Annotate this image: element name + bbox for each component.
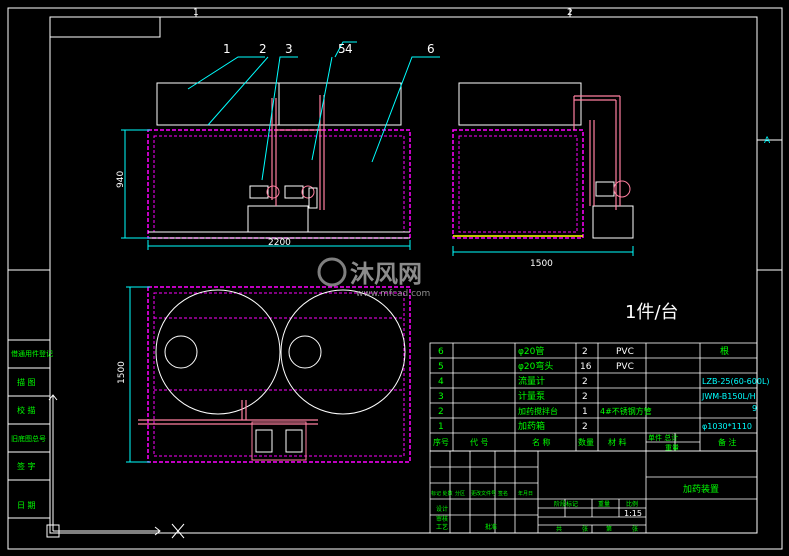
bom-no-2: 2 — [438, 407, 444, 417]
bom-mat-6: PVC — [616, 347, 634, 357]
bom-name-6: φ20管 — [518, 345, 544, 357]
bom-no-1: 1 — [438, 422, 444, 432]
bom-header-material: 材 料 — [608, 437, 627, 447]
bom-no-3: 3 — [438, 392, 444, 402]
watermark-url: www.mfcad.com — [356, 289, 430, 299]
title-row-3: 工艺 — [436, 523, 448, 531]
title-mid-2: 比例 — [626, 500, 638, 508]
bom-rows: 6 φ20管 2 PVC 根 5 φ20弯头 16 PVC 4 流量计 2 LZ… — [433, 345, 770, 452]
bom-note-1: φ1030*1110 — [702, 422, 752, 431]
left-block-0: 借通用件登记 — [11, 349, 53, 358]
title-approve: 批准 — [485, 523, 497, 531]
bom-qty-6: 2 — [582, 347, 588, 357]
title-block — [429, 450, 758, 534]
zone-label-a: A — [764, 136, 771, 146]
sheet-frame — [7, 7, 783, 550]
watermark: 沐风网 www.mfcad.com — [317, 257, 430, 299]
callout-4: 4 — [345, 42, 353, 56]
bom-note-3: JWM-B150L/H — [701, 392, 756, 401]
callout-5: 5 — [338, 42, 346, 56]
title-col-1: 更改文件号 — [471, 490, 496, 497]
bom-qty-1: 2 — [582, 422, 588, 432]
bom-header-weight: 重量 — [665, 444, 679, 452]
bom-header-code: 代 号 — [470, 437, 489, 447]
title-col-2: 签名 — [498, 490, 508, 497]
bom-qty-4: 2 — [582, 377, 588, 387]
bom-note-6: 根 — [720, 345, 729, 357]
dim-side-width: 1500 — [530, 259, 553, 269]
dim-front-height: 940 — [116, 171, 126, 188]
front-view — [121, 41, 440, 250]
title-row-0: 标记 处数 — [431, 490, 453, 497]
side-view — [452, 82, 634, 256]
bom-name-4: 流量计 — [518, 375, 545, 387]
title-col-0: 分区 — [455, 490, 465, 497]
watermark-text: 沐风网 — [350, 260, 422, 288]
watermark-logo-icon — [317, 257, 347, 287]
sheet-label-2: 第 — [606, 525, 612, 533]
left-block-1: 描 图 — [17, 377, 36, 387]
left-block-5: 日 期 — [17, 501, 36, 510]
bom-note-4: LZB-25(60-600L) — [702, 377, 770, 386]
title-name: 加药装置 — [683, 483, 719, 495]
dim-front-width: 2200 — [268, 238, 291, 248]
sheet-label-3: 张 — [632, 525, 638, 533]
bom-name-1: 加药箱 — [518, 420, 545, 432]
bom-note-2: 9 — [752, 404, 757, 413]
bom-no-5: 5 — [438, 362, 444, 372]
left-block-3: 旧底图总号 — [11, 434, 46, 443]
tank-right — [280, 289, 406, 415]
callout-2: 2 — [259, 42, 267, 56]
sheet-label-1: 张 — [582, 525, 588, 533]
bom-header-no: 序号 — [433, 437, 449, 447]
title-row-1: 设计 — [436, 505, 448, 513]
bom-qty-2: 1 — [582, 407, 588, 417]
bom-qty-3: 2 — [582, 392, 588, 402]
bom-name-3: 计量泵 — [518, 390, 545, 402]
bom-qty-5: 16 — [580, 362, 592, 372]
ucs-icon — [46, 394, 185, 539]
left-block-4: 签 字 — [17, 461, 36, 471]
bom-header-unit-total: 单件 总计 — [648, 433, 678, 442]
title-col-3: 年月日 — [518, 490, 533, 497]
bom-header-qty: 数量 — [578, 437, 594, 447]
bom-no-4: 4 — [438, 377, 444, 387]
left-block-2: 校 描 — [17, 405, 36, 415]
title-mid-0: 阶段标记 — [554, 500, 578, 508]
dim-plan-height: 1500 — [117, 361, 127, 384]
title-scale: 1:15 — [624, 509, 642, 518]
sheet-label-0: 共 — [556, 525, 562, 533]
plan-view — [126, 286, 411, 463]
callout-1: 1 — [223, 42, 231, 56]
quantity-note: 1件/台 — [625, 302, 679, 323]
bom-mat-2: 4#不锈钢方管 — [600, 406, 652, 416]
callout-6: 6 — [427, 42, 435, 56]
bom-mat-5: PVC — [616, 362, 634, 372]
left-block — [7, 339, 51, 519]
bom-name-2: 加药搅拌台 — [518, 406, 558, 416]
zone-label-2: 2 — [567, 8, 573, 18]
title-row-2: 审核 — [436, 515, 448, 523]
tank-left — [155, 289, 281, 415]
zone-label-1: 1 — [193, 8, 199, 18]
title-mid-1: 重量 — [598, 500, 610, 508]
bom-header-note: 备 注 — [718, 437, 737, 447]
callout-3: 3 — [285, 42, 293, 56]
bom-name-5: φ20弯头 — [518, 360, 553, 372]
bom-header-name: 名 称 — [532, 437, 551, 447]
bom-no-6: 6 — [438, 347, 444, 357]
